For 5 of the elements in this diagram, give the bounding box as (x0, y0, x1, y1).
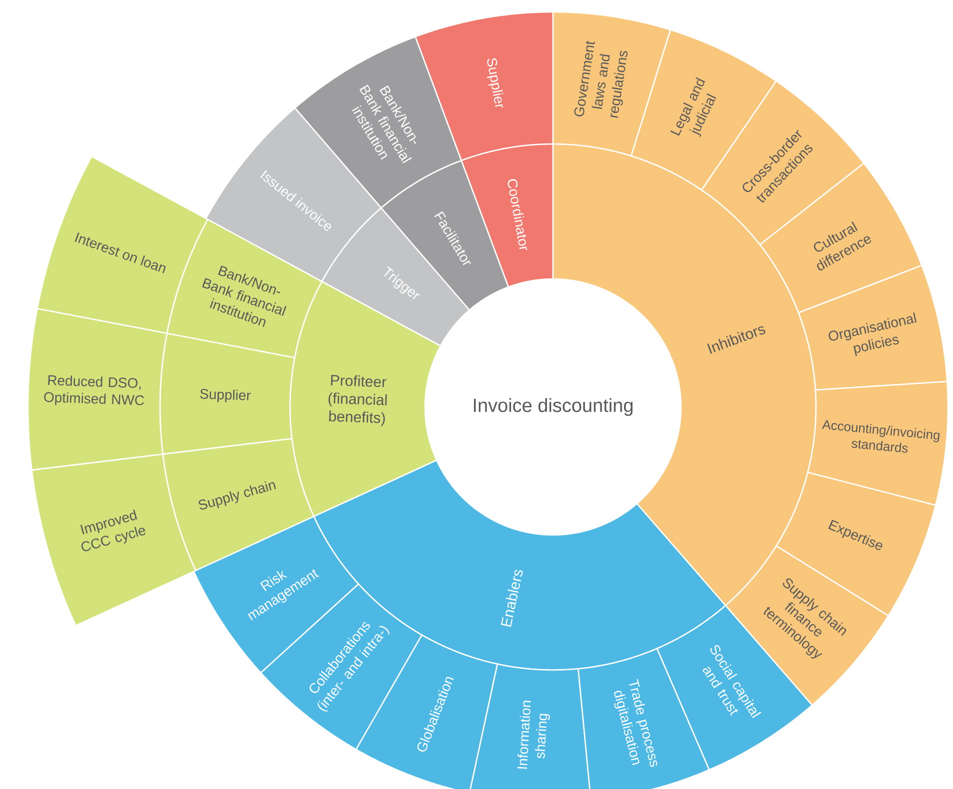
ring-segment: Information sharing (468, 663, 592, 789)
ring-segment: Government laws and regulations (552, 11, 672, 157)
ring-segment: Supplier (159, 332, 296, 455)
node-label: Information sharing (517, 700, 550, 769)
ring-segment: Reduced DSO, Optimised NWC (27, 308, 168, 471)
